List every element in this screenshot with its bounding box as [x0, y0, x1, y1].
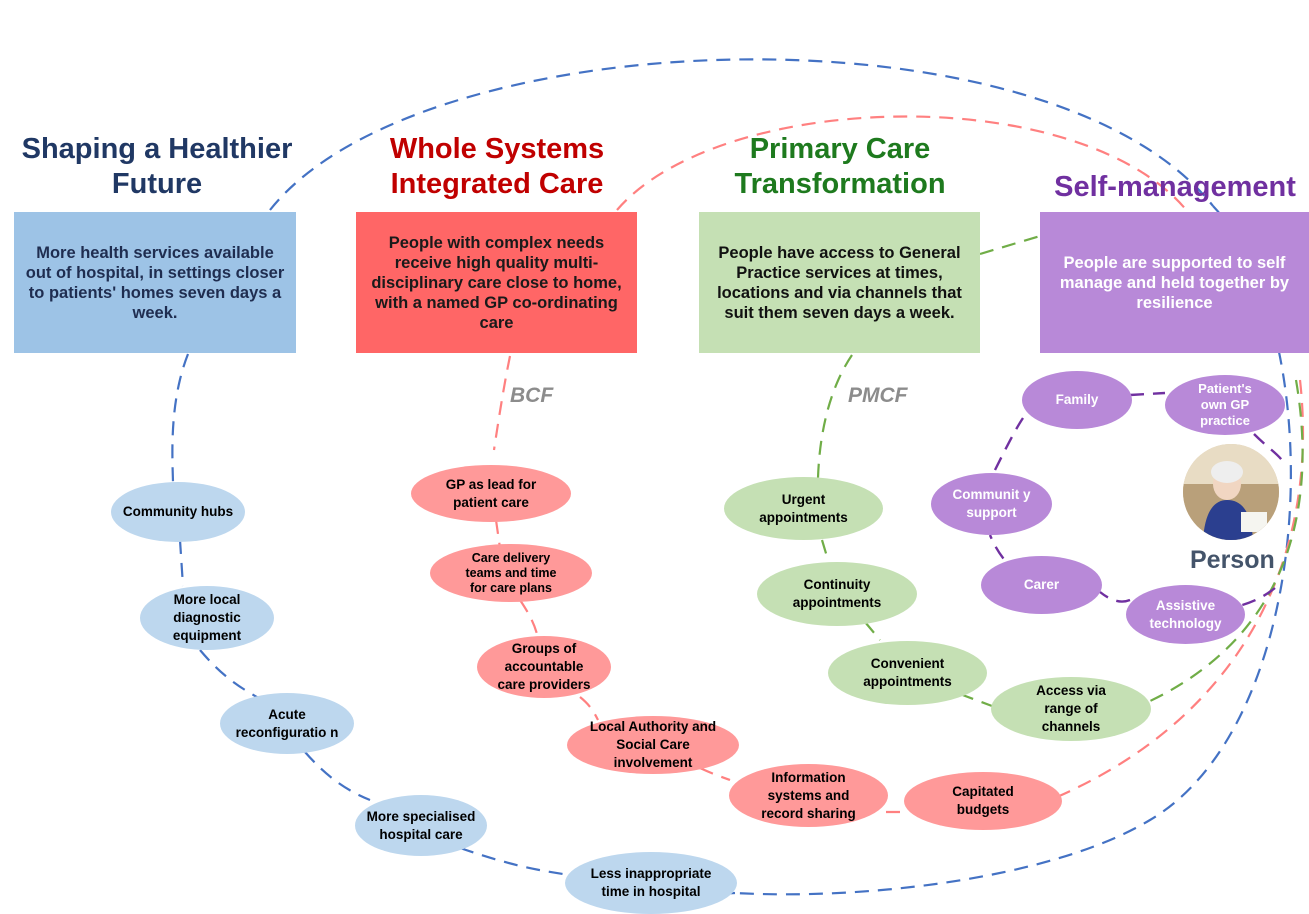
outcome-box-primary: People have access to General Practice s…	[699, 212, 980, 353]
person-label: Person	[1190, 546, 1275, 574]
red-oval-capitated-budgets: Capitated budgets	[904, 772, 1062, 830]
purple-oval-assistive-technology: Assistive technology	[1126, 585, 1245, 644]
blue-oval-community-hubs: Community hubs	[111, 482, 245, 542]
heading-self-management: Self-management	[1054, 171, 1296, 203]
outcome-box-healthier: More health services available out of ho…	[14, 212, 296, 353]
green-oval-urgent-appointments: Urgent appointments	[724, 477, 883, 540]
blue-chain	[171, 353, 736, 897]
green-right-arc	[1147, 379, 1304, 703]
person-photo	[1183, 444, 1279, 540]
purple-oval-own-gp-practice: Patient's own GP practice	[1165, 375, 1285, 435]
blue-outer-arc	[269, 58, 1214, 211]
purple-oval-community-support: Communit y support	[931, 473, 1052, 535]
outcome-box-integrated: People with complex needs receive high q…	[356, 212, 637, 353]
outcome-box-selfmgmt: People are supported to self manage and …	[1040, 212, 1309, 353]
green-chain	[816, 354, 993, 708]
tag-pmcf: PMCF	[848, 384, 908, 407]
red-oval-gp-lead: GP as lead for patient care	[411, 465, 571, 522]
green-oval-access-channels: Access via range of channels	[991, 677, 1151, 741]
red-outer-arc	[616, 115, 1189, 213]
blue-right-arc	[734, 205, 1292, 896]
green-oval-convenient-appointments: Convenient appointments	[828, 641, 987, 705]
purple-oval-family: Family	[1022, 371, 1132, 429]
blue-oval-less-inappropriate-time: Less inappropriate time in hospital	[565, 852, 737, 914]
elderly-person-icon	[1183, 444, 1279, 540]
red-oval-care-delivery-teams: Care delivery teams and time for care pl…	[430, 544, 592, 602]
purple-oval-carer: Carer	[981, 556, 1102, 614]
green-oval-continuity-appointments: Continuity appointments	[757, 562, 917, 626]
red-oval-local-authority: Local Authority and Social Care involvem…	[567, 716, 739, 774]
red-oval-accountable-care-providers: Groups of accountable care providers	[477, 636, 611, 698]
red-oval-information-systems: Information systems and record sharing	[729, 764, 888, 827]
blue-oval-specialised-hospital-care: More specialised hospital care	[355, 795, 487, 856]
heading-primary-care-transformation: Primary Care Transformation	[734, 133, 946, 200]
blue-oval-acute-reconfiguration: Acute reconfiguratio n	[220, 693, 354, 754]
tag-bcf: BCF	[510, 384, 554, 407]
heading-whole-systems-integrated-care: Whole Systems Integrated Care	[389, 133, 605, 200]
heading-shaping-healthier-future: Shaping a Healthier Future	[21, 133, 293, 200]
blue-oval-local-diagnostic: More local diagnostic equipment	[140, 586, 274, 650]
purple-loop	[988, 391, 1287, 610]
green-top-link	[979, 234, 1041, 256]
